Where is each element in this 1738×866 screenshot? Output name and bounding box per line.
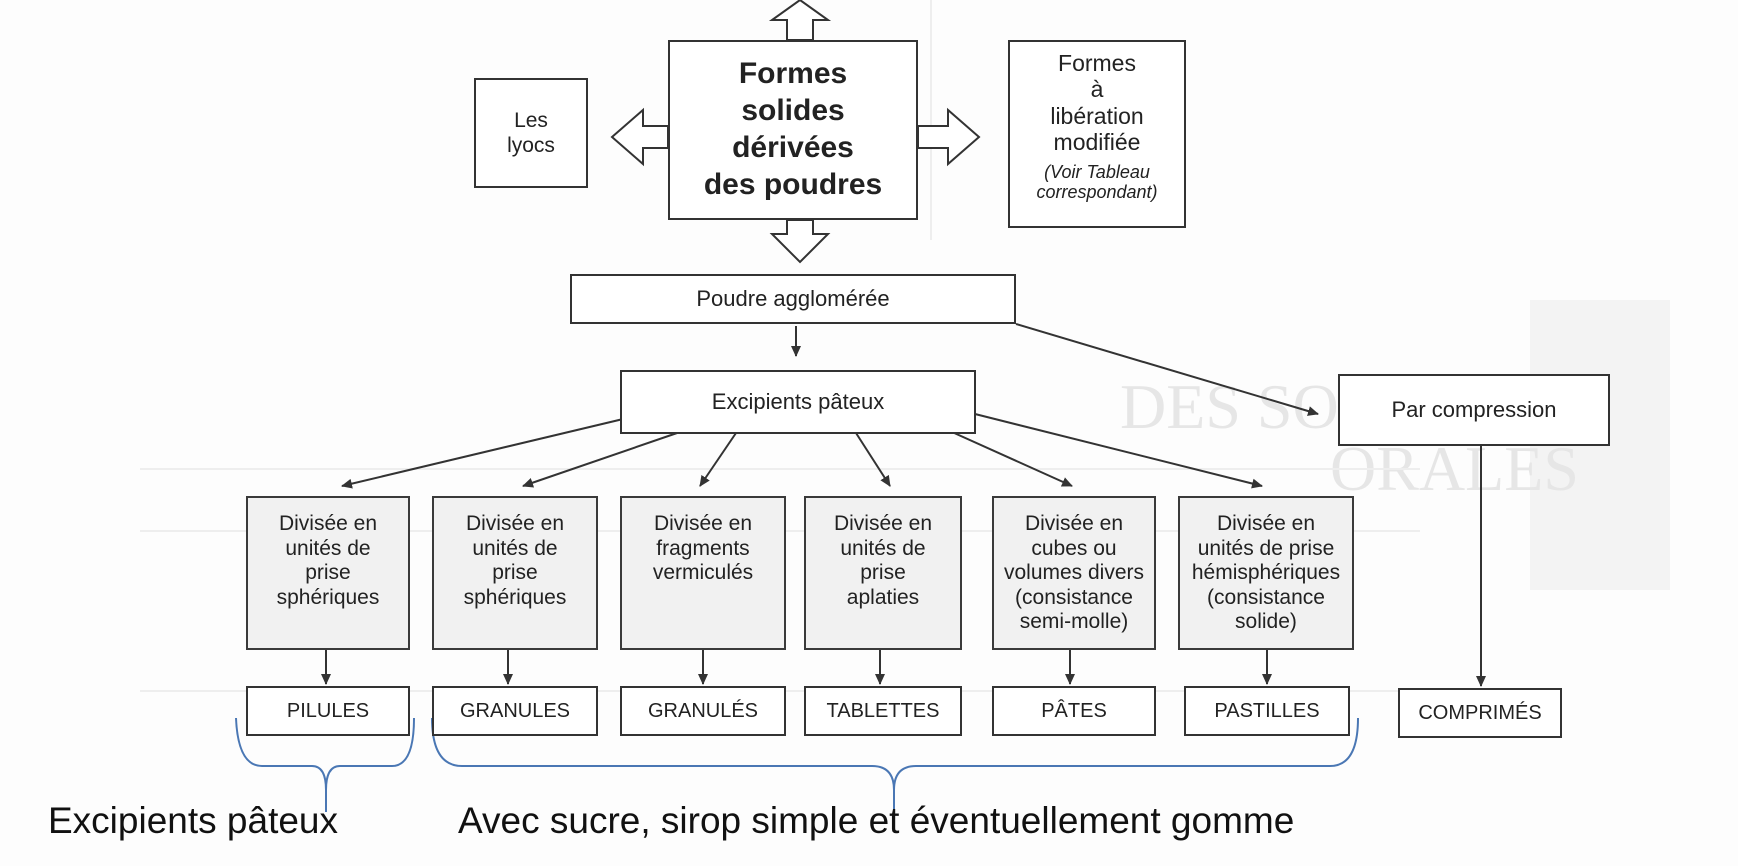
- product-box-granules-accent: GRANULÉS: [620, 686, 786, 736]
- bracket-right: [431, 717, 1359, 812]
- division-label: Divisée en unités de prise aplaties: [833, 512, 933, 609]
- par-compression-box: Par compression: [1338, 374, 1610, 446]
- arrow-excipients-to-division-3: [699, 432, 737, 487]
- division-box-5: Divisée en cubes ou volumes divers (cons…: [992, 496, 1156, 650]
- product-label: COMPRIMÉS: [1418, 702, 1542, 724]
- product-label: GRANULES: [459, 700, 571, 722]
- product-box-pilules: PILULES: [246, 686, 410, 736]
- product-label: GRANULÉS: [647, 700, 759, 722]
- liberation-modifiee-box: Formes à libération modifiée (Voir Table…: [1008, 40, 1186, 228]
- division-box-3: Divisée en fragments vermiculés: [620, 496, 786, 650]
- product-label: PASTILLES: [1214, 700, 1320, 722]
- product-box-tablettes: TABLETTES: [804, 686, 962, 736]
- excipients-label: Excipients pâteux: [711, 388, 885, 414]
- product-label: PÂTES: [1041, 700, 1107, 722]
- division-label: Divisée en fragments vermiculés: [652, 512, 754, 585]
- product-box-pastilles: PASTILLES: [1184, 686, 1350, 736]
- liberation-note: (Voir Tableau correspondant): [1036, 161, 1158, 203]
- arrow-up-hollow: [768, 0, 832, 41]
- product-box-comprimes: COMPRIMÉS: [1398, 688, 1562, 738]
- division-label: Divisée en cubes ou volumes divers (cons…: [1003, 512, 1145, 634]
- main-box-formes-solides: Formes solides dérivées des poudres: [668, 40, 918, 220]
- arrow-excipients-to-division-1: [341, 414, 641, 489]
- arrow-right-hollow: [917, 107, 981, 167]
- arrow-left-hollow: [610, 107, 669, 167]
- product-label: PILULES: [286, 700, 370, 722]
- lyocs-box: Les lyocs: [474, 78, 588, 188]
- arrow-excipients-to-division-4: [855, 432, 891, 487]
- arrow-excipients-to-division-2: [522, 431, 681, 488]
- arrow-poudre-to-compression: [1015, 323, 1319, 416]
- poudre-label: Poudre agglomérée: [696, 285, 890, 311]
- main-box-label: Formes solides dérivées des poudres: [703, 57, 883, 201]
- excipients-pateux-box: Excipients pâteux: [620, 370, 976, 434]
- division-label: Divisée en unités de prise sphériques: [276, 512, 380, 609]
- background-table-rule: [140, 468, 1420, 470]
- bracket-left: [235, 717, 415, 812]
- arrow-excipients-to-division-5: [951, 431, 1073, 487]
- product-label: TABLETTES: [826, 700, 940, 722]
- compression-label: Par compression: [1391, 396, 1557, 422]
- poudre-agglomeree-box: Poudre agglomérée: [570, 274, 1016, 324]
- arrow-down-hollow: [769, 219, 831, 264]
- liberation-title: Formes à libération modifiée: [1050, 50, 1144, 156]
- division-box-4: Divisée en unités de prise aplaties: [804, 496, 962, 650]
- division-label: Divisée en unités de prise hémisphérique…: [1191, 512, 1341, 634]
- background-column-rule: [930, 0, 932, 240]
- caption-sucre-sirop: Avec sucre, sirop simple et éventuelleme…: [458, 800, 1295, 841]
- caption-excipients-pateux: Excipients pâteux: [48, 800, 339, 841]
- division-label: Divisée en unités de prise sphériques: [463, 512, 567, 609]
- arrow-excipients-to-division-6: [974, 413, 1263, 489]
- division-box-1: Divisée en unités de prise sphériques: [246, 496, 410, 650]
- division-box-2: Divisée en unités de prise sphériques: [432, 496, 598, 650]
- product-box-granules: GRANULES: [432, 686, 598, 736]
- division-box-6: Divisée en unités de prise hémisphérique…: [1178, 496, 1354, 650]
- product-box-pates: PÂTES: [992, 686, 1156, 736]
- lyocs-label: Les lyocs: [507, 108, 555, 157]
